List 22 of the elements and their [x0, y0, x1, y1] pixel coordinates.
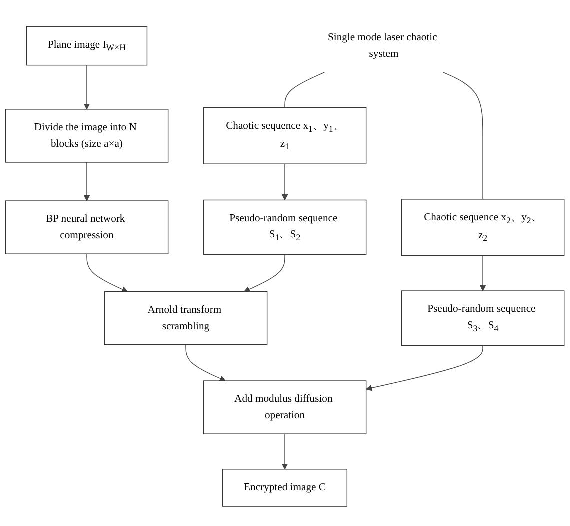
arrow: [86, 254, 128, 292]
arrow: [282, 164, 288, 201]
node-box: Pseudo-random sequence S$_{1}$、S$_{2}$: [203, 200, 367, 256]
node-box: Pseudo-random sequence S$_{3}$、S$_{4}$: [401, 290, 565, 346]
connector: [284, 72, 325, 108]
node-box: Encrypted image C: [222, 469, 348, 507]
arrow: [282, 434, 288, 470]
arrow: [84, 162, 90, 202]
arrow: [84, 64, 90, 110]
node-box: Arnold transform scrambling: [104, 291, 268, 346]
arrow: [244, 254, 286, 292]
connector: [443, 72, 484, 200]
arrow: [186, 344, 226, 382]
node-text: Single mode laser chaotic system: [328, 32, 438, 60]
node-box: Chaotic sequence x$_{2}$、y$_{2}$、z$_{2}$: [401, 199, 565, 256]
node-box: Plane image I$_{W×H}$: [26, 26, 148, 66]
arrow: [480, 255, 486, 292]
node-box: Chaotic sequence x$_{1}$、y$_{1}$、z$_{1}$: [203, 108, 367, 164]
node-box: BP neural network compression: [5, 200, 169, 254]
arrow: [366, 345, 484, 392]
node-box: Divide the image into N blocks (size a×a): [5, 109, 169, 163]
node-box: Add modulus diffusion operation: [203, 380, 367, 434]
